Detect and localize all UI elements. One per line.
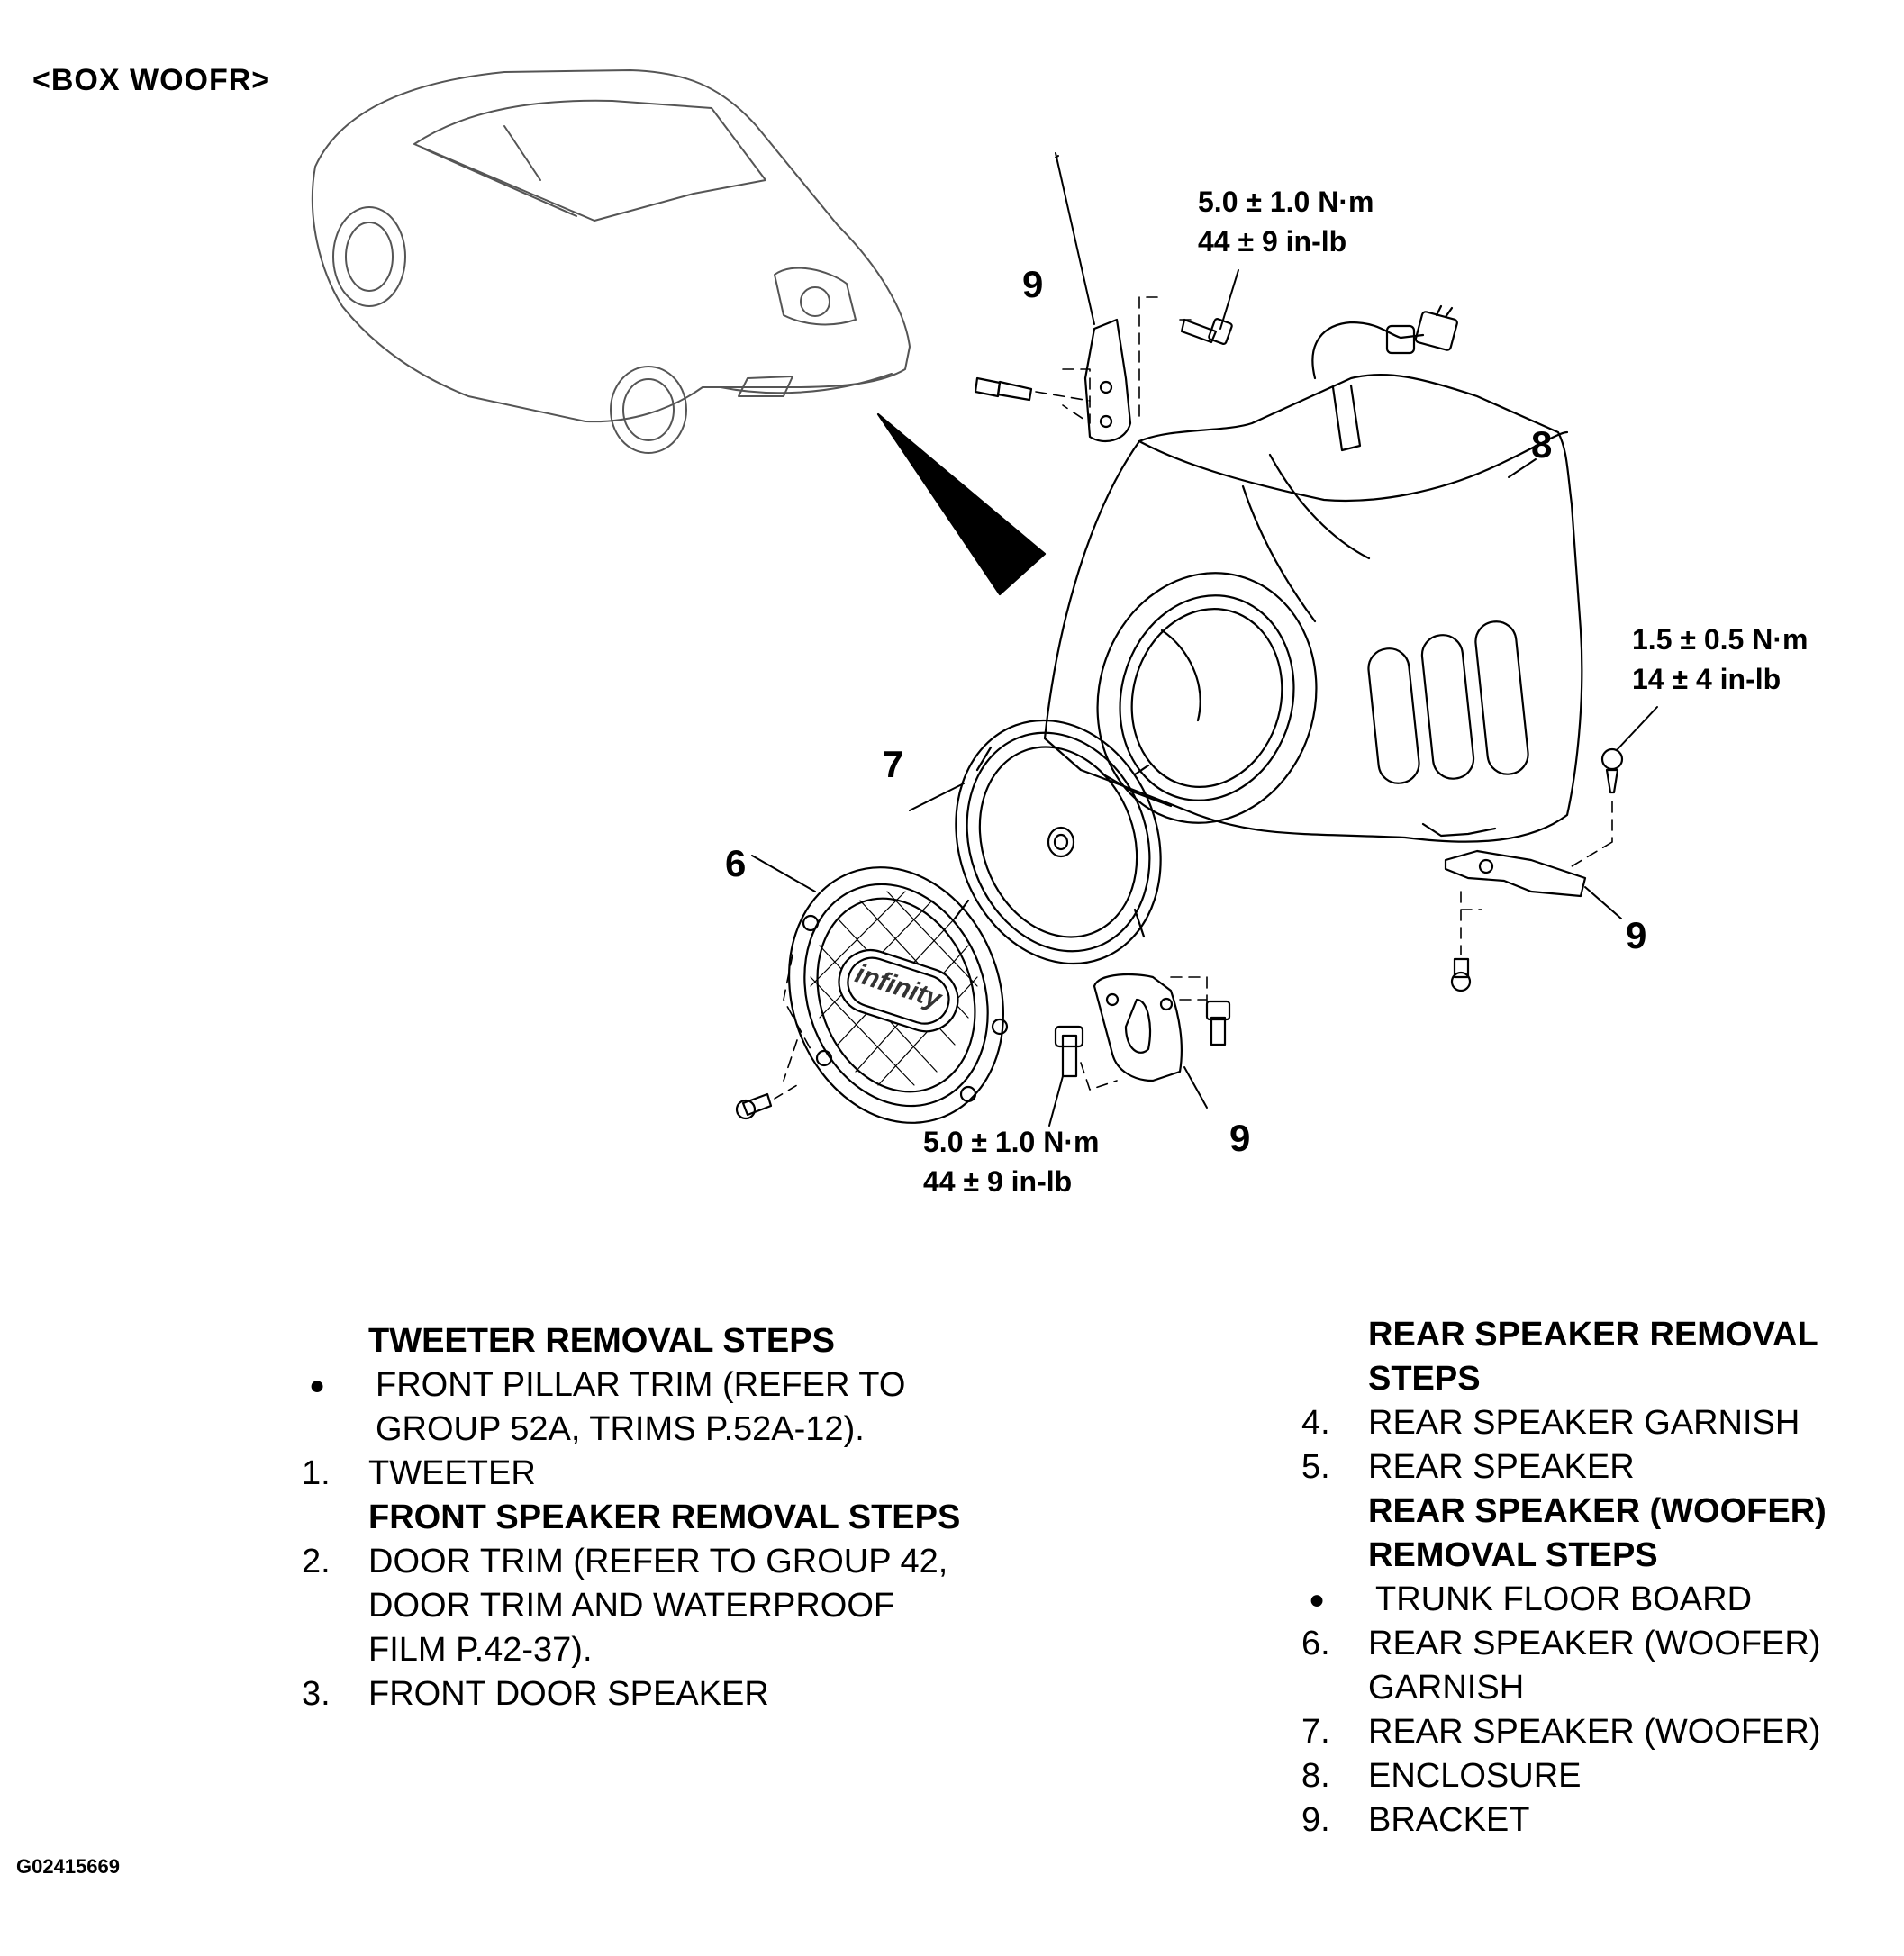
vehicle-outline [311,69,911,454]
step-item: ● FRONT PILLAR TRIM (REFER TO GROUP 52A, … [302,1363,968,1452]
step-number: 4. [1301,1404,1330,1442]
step-number [302,1496,368,1540]
speaker-cable-connector [1311,304,1458,380]
step-number [1301,1313,1368,1401]
step-item: 4. REAR SPEAKER GARNISH [1301,1401,1878,1445]
torque-spec-right: 1.5 ± 0.5 N·m 14 ± 4 in-lb [1632,620,1808,699]
step-text: REAR SPEAKER [1368,1448,1635,1486]
step-text: REAR SPEAKER (WOOFER) [1368,1713,1821,1751]
torque-bottom-metric: 5.0 ± 1.0 N·m [923,1126,1100,1158]
steps-heading-text: REAR SPEAKER (WOOFER) REMOVAL STEPS [1368,1492,1827,1574]
removal-steps-right: REAR SPEAKER REMOVAL STEPS 4. REAR SPEAKER… [1301,1313,1878,1843]
removal-steps-left: TWEETER REMOVAL STEPS ● FRONT PILLAR TRIM … [302,1319,968,1716]
step-text: DOOR TRIM (REFER TO GROUP 42, DOOR TRIM … [368,1543,948,1669]
step-text: BRACKET [1368,1801,1530,1839]
torque-top-imperial: 44 ± 9 in-lb [1198,225,1347,258]
figure-header: <BOX WOOFR> [32,63,271,97]
right-screw-upper [1600,706,1658,794]
step-number: ● [1309,1585,1326,1615]
step-number: 2. [302,1543,331,1580]
torque-right-metric: 1.5 ± 0.5 N·m [1632,623,1809,656]
step-number: 8. [1301,1757,1330,1795]
steps-heading-text: FRONT SPEAKER REMOVAL STEPS [368,1499,961,1536]
steps-heading-text: REAR SPEAKER REMOVAL STEPS [1368,1316,1818,1398]
steps-heading-text: TWEETER REMOVAL STEPS [368,1322,835,1360]
steps-heading: REAR SPEAKER (WOOFER) REMOVAL STEPS [1301,1490,1878,1578]
steps-heading: TWEETER REMOVAL STEPS [302,1319,968,1363]
garnish-screw [735,1092,773,1120]
step-item: 1. TWEETER [302,1452,968,1496]
steps-heading: REAR SPEAKER REMOVAL STEPS [1301,1313,1878,1401]
woofer-speaker [909,719,1162,965]
step-item: 3. FRONT DOOR SPEAKER [302,1672,968,1716]
step-item: 5. REAR SPEAKER [1301,1445,1878,1490]
top-bolt-side [974,376,1033,402]
step-item: 2. DOOR TRIM (REFER TO GROUP 42, DOOR TRI… [302,1540,968,1672]
step-text: ENCLOSURE [1368,1757,1582,1795]
step-text: TWEETER [368,1454,536,1492]
step-item: 9. BRACKET [1301,1798,1878,1843]
exploded-view-diagram [311,69,1658,1127]
right-bracket [1444,849,1622,919]
step-number: 7. [1301,1713,1330,1751]
step-number [1301,1490,1368,1578]
torque-spec-bottom: 5.0 ± 1.0 N·m 44 ± 9 in-lb [923,1122,1099,1201]
step-text: TRUNK FLOOR BOARD [1375,1580,1753,1618]
step-text: FRONT DOOR SPEAKER [368,1675,769,1713]
step-item: ● TRUNK FLOOR BOARD [1301,1578,1878,1622]
callout-7: 7 [883,743,904,785]
step-item: 8. ENCLOSURE [1301,1754,1878,1798]
enclosure [1043,374,1583,843]
callout-8: 8 [1531,423,1553,466]
woofer-garnish [751,855,1009,1124]
callout-9-top: 9 [1022,263,1044,305]
pointer-arrow [876,412,1047,596]
step-number: 3. [302,1675,331,1713]
torque-spec-top: 5.0 ± 1.0 N·m 44 ± 9 in-lb [1198,182,1374,261]
callout-9-right: 9 [1626,914,1647,956]
step-number: 1. [302,1454,331,1492]
step-text: REAR SPEAKER GARNISH [1368,1404,1800,1442]
step-number [302,1319,368,1363]
step-number: 5. [1301,1448,1330,1486]
steps-heading: FRONT SPEAKER REMOVAL STEPS [302,1496,968,1540]
step-number: 6. [1301,1625,1330,1662]
step-number: 9. [1301,1801,1330,1839]
torque-top-metric: 5.0 ± 1.0 N·m [1198,186,1374,218]
bottom-bracket [1093,973,1208,1109]
step-text: REAR SPEAKER (WOOFER) GARNISH [1368,1625,1821,1707]
step-text: FRONT PILLAR TRIM (REFER TO GROUP 52A, T… [376,1366,906,1448]
callout-9-bottom: 9 [1229,1117,1251,1159]
bottom-bolt-right [1205,1000,1231,1046]
top-bracket [1055,152,1132,443]
torque-bottom-imperial: 44 ± 9 in-lb [923,1165,1073,1198]
step-item: 6. REAR SPEAKER (WOOFER) GARNISH [1301,1622,1878,1710]
step-item: 7. REAR SPEAKER (WOOFER) [1301,1710,1878,1754]
torque-right-imperial: 14 ± 4 in-lb [1632,663,1782,695]
bottom-bolt-left [1048,1025,1084,1127]
figure-id: G02415669 [16,1855,120,1878]
step-number: ● [309,1371,326,1400]
callout-6: 6 [725,842,747,884]
top-bolt-upper [1180,269,1239,345]
right-screw-lower [1450,957,1472,992]
